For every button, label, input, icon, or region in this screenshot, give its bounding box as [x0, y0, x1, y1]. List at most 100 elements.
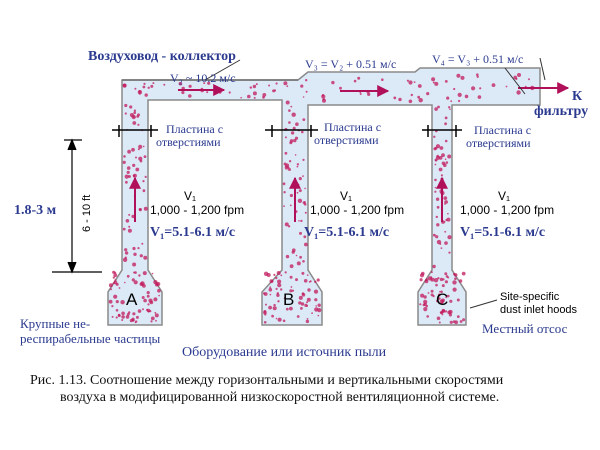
particle-dot	[292, 126, 296, 130]
particle-dot	[408, 99, 413, 104]
particle-dot	[436, 316, 441, 321]
particle-dot	[285, 307, 289, 311]
particle-dot	[315, 305, 318, 307]
particle-dot	[298, 301, 302, 305]
particle-dot	[458, 99, 461, 103]
particle-dot	[516, 90, 521, 95]
particle-dot	[153, 280, 158, 285]
particle-dot	[452, 280, 457, 285]
particle-dot	[132, 262, 137, 267]
particle-dot	[113, 294, 118, 299]
particle-dot	[143, 206, 148, 211]
v3-label: V₃ = V₂ + 0.51 м/с	[305, 57, 396, 71]
particle-dot	[155, 319, 157, 322]
particle-dot	[276, 292, 279, 295]
particle-dot	[423, 295, 427, 299]
particle-dot	[154, 313, 159, 318]
particle-dot	[142, 180, 145, 183]
particle-dot	[476, 75, 479, 79]
particle-dot	[453, 87, 456, 91]
particle-dot	[436, 239, 442, 245]
particle-dot	[439, 277, 444, 282]
particle-dot	[302, 96, 305, 98]
particle-dot	[305, 90, 308, 93]
particle-dot	[444, 139, 448, 143]
particle-dot	[446, 96, 450, 100]
particle-dot	[419, 273, 425, 278]
particle-dot	[424, 279, 429, 284]
particle-dot	[513, 75, 517, 80]
particle-dot	[269, 286, 272, 289]
particle-dot	[453, 273, 456, 276]
particle-dot	[178, 81, 183, 86]
particle-dot	[124, 251, 129, 255]
particle-dot	[120, 300, 125, 305]
particle-dot	[298, 177, 302, 181]
particle-dot	[302, 175, 304, 178]
particle-dot	[277, 283, 282, 288]
particle-dot	[126, 166, 131, 170]
particle-dot	[432, 233, 436, 237]
particle-dot	[133, 111, 136, 115]
particle-dot	[138, 92, 141, 95]
particle-dot	[240, 96, 242, 99]
particle-dot	[143, 298, 147, 303]
particle-dot	[288, 109, 291, 112]
particle-dot	[294, 154, 297, 156]
particle-dot	[303, 235, 307, 239]
particle-dot	[447, 235, 452, 240]
particle-dot	[444, 230, 447, 233]
particle-dot	[398, 97, 402, 102]
duct-a-velocity: V₁=5.1-6.1 м/с	[150, 225, 235, 240]
particle-dot	[268, 305, 272, 310]
particle-dot	[293, 138, 297, 143]
particle-dot	[291, 289, 295, 292]
particle-dot	[132, 163, 136, 167]
particle-dot	[126, 170, 130, 174]
perforated-plate-c	[422, 125, 462, 137]
particle-dot	[124, 281, 126, 284]
particle-dot	[448, 106, 451, 109]
particle-dot	[434, 178, 437, 182]
particle-dot	[163, 83, 166, 86]
particle-dot	[303, 203, 307, 206]
local-hood-label: Местный отсос	[482, 321, 568, 336]
particle-dot	[271, 314, 274, 318]
particle-dot	[461, 271, 466, 276]
perforated-plate-b	[265, 125, 318, 137]
particle-dot	[282, 182, 286, 186]
particle-dot	[367, 92, 371, 96]
to-filter-line1: К	[572, 89, 583, 104]
particle-dot	[132, 246, 136, 251]
particle-dot	[133, 271, 136, 274]
particle-dot	[306, 318, 309, 320]
particle-dot	[300, 302, 305, 306]
particle-dot	[331, 80, 335, 85]
plate-label-c-1: Пластина с	[474, 123, 531, 137]
particle-dot	[134, 87, 137, 90]
particle-dot	[314, 298, 318, 302]
particle-dot	[272, 89, 276, 93]
particle-dot	[456, 73, 461, 78]
particle-dot	[444, 203, 446, 205]
particle-dot	[304, 187, 306, 190]
particle-dot	[306, 274, 309, 276]
particle-dot	[290, 131, 295, 135]
particle-dot	[287, 225, 291, 228]
particle-dot	[137, 123, 140, 126]
particle-dot	[121, 311, 125, 316]
particle-dot	[125, 180, 128, 184]
particle-dot	[477, 95, 482, 99]
particle-dot	[440, 247, 443, 250]
particle-dot	[435, 235, 439, 239]
particle-dot	[263, 321, 267, 324]
particle-dot	[302, 260, 305, 263]
particle-dot	[436, 223, 440, 227]
particle-dot	[272, 306, 277, 311]
particle-dot	[143, 155, 147, 159]
particle-dot	[283, 296, 287, 300]
particle-dot	[297, 183, 300, 186]
particle-dot	[129, 113, 134, 117]
particle-dot	[118, 287, 121, 289]
particle-dot	[285, 163, 290, 168]
